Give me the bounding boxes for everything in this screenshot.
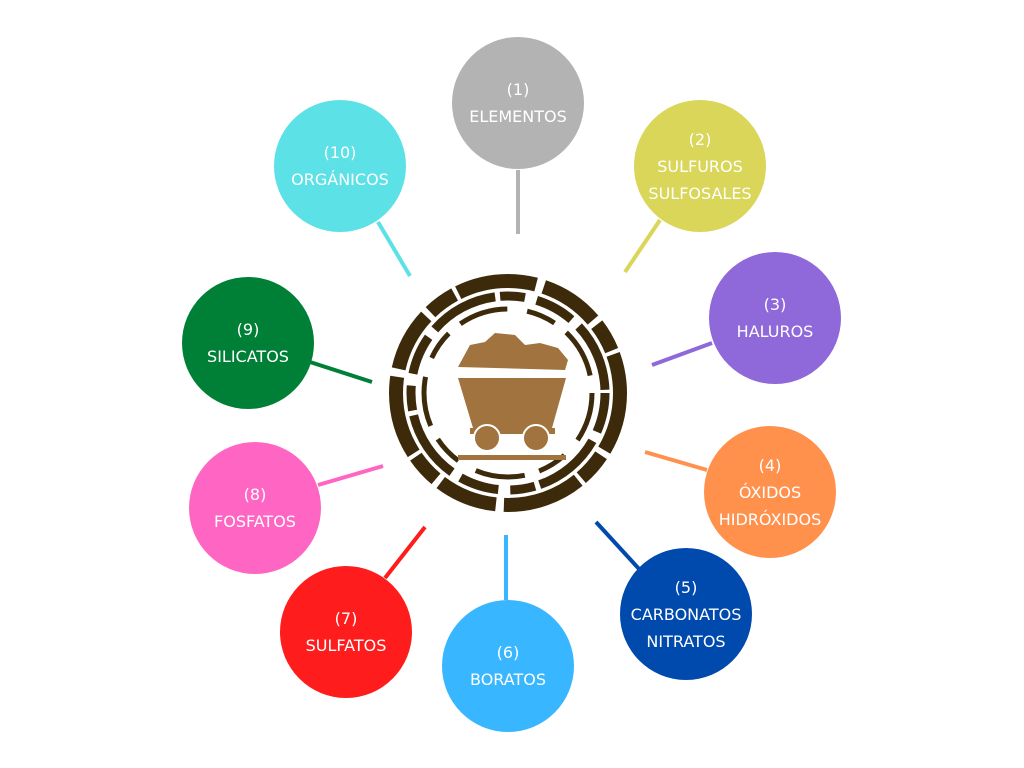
node-number: (4) — [758, 455, 782, 475]
node-number: (6) — [496, 643, 520, 662]
mineral-class-node: (3) HALUROS — [709, 252, 841, 384]
center-ring — [389, 274, 627, 512]
node-label: SULFUROS — [657, 156, 743, 176]
mineral-class-node: (7) SULFATOS — [280, 566, 412, 698]
mineral-class-node: (9) SILICATOS — [182, 277, 314, 409]
connector-line — [317, 464, 384, 487]
connector-line — [651, 341, 713, 367]
node-label: SULFATOS — [305, 636, 387, 655]
node-label: BORATOS — [470, 670, 546, 689]
connector-line — [309, 360, 373, 384]
node-label: ÓXIDOS — [738, 482, 802, 502]
node-label: NITRATOS — [646, 631, 726, 651]
connector-line — [644, 450, 708, 472]
node-label: HIDRÓXIDOS — [718, 509, 822, 529]
mineral-class-node: (2) SULFUROS SULFOSALES — [634, 100, 766, 232]
connectors — [309, 170, 713, 600]
node-label: HALUROS — [736, 322, 814, 341]
mineral-class-node: (10) ORGÁNICOS — [274, 100, 406, 232]
mineral-class-node: (1) ELEMENTOS — [452, 37, 584, 169]
mineral-class-node: (8) FOSFATOS — [189, 442, 321, 574]
mineral-class-node: (4) ÓXIDOS HIDRÓXIDOS — [704, 426, 836, 558]
node-label: ORGÁNICOS — [291, 170, 389, 189]
ring-outer — [389, 274, 627, 512]
node-label: SULFOSALES — [648, 183, 752, 203]
node-number: (7) — [334, 609, 358, 628]
mine-cart-icon — [458, 333, 568, 460]
connector-line — [376, 220, 412, 278]
node-number: (5) — [674, 577, 698, 597]
connector-line — [594, 520, 642, 572]
mineral-class-node: (5) CARBONATOS NITRATOS — [620, 548, 752, 680]
node-number: (10) — [323, 143, 357, 162]
node-number: (1) — [506, 80, 530, 99]
ring-middle — [406, 291, 610, 495]
node-label: FOSFATOS — [214, 512, 296, 531]
connector-line — [623, 218, 662, 274]
node-number: (3) — [763, 295, 787, 314]
node-label: CARBONATOS — [630, 604, 742, 624]
node-label: SILICATOS — [207, 347, 289, 366]
ring-inner — [421, 306, 595, 480]
node-number: (2) — [688, 129, 712, 149]
connector-line — [383, 525, 427, 580]
node-number: (9) — [236, 320, 260, 339]
mineral-class-node: (6) BORATOS — [442, 600, 574, 732]
node-label: ELEMENTOS — [469, 107, 567, 126]
node-number: (8) — [243, 485, 267, 504]
